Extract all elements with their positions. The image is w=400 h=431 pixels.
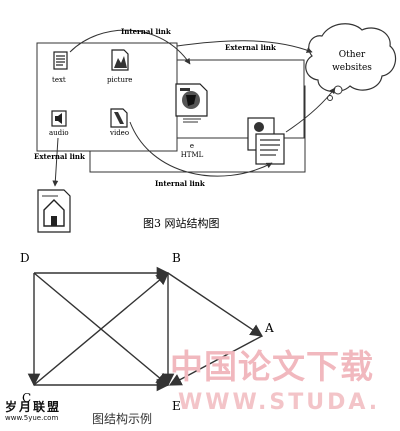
home-page-icon bbox=[37, 189, 71, 233]
video-label: video bbox=[109, 129, 129, 137]
html-label-line1: e bbox=[190, 142, 194, 150]
logo-site: www.5yue.com bbox=[5, 414, 59, 422]
site-logo: 岁月联盟 www.5yue.com bbox=[5, 398, 61, 422]
external-link-mid-label: External link bbox=[225, 43, 276, 52]
logo-text: 岁月联盟 bbox=[5, 400, 62, 414]
watermark-url: WWW.STUDA. bbox=[178, 390, 381, 415]
internal-link-top-label: Internal link bbox=[121, 27, 171, 36]
picture-label: picture bbox=[107, 76, 132, 84]
node-e-label: E bbox=[172, 399, 181, 413]
internal-link-bottom-arrow bbox=[129, 121, 273, 177]
node-c-label: C bbox=[22, 391, 31, 405]
edge-c-b bbox=[33, 272, 169, 386]
website-structure-diagram: text picture audio video e HTML bbox=[34, 23, 397, 233]
edge-a-e bbox=[168, 335, 263, 386]
node-d-label: D bbox=[20, 251, 30, 265]
text-file-icon bbox=[53, 51, 68, 70]
audio-label: audio bbox=[49, 129, 69, 137]
node-a-label: A bbox=[264, 321, 274, 335]
other-websites-label-line2: websites bbox=[332, 63, 372, 73]
internal-link-top-arrow bbox=[69, 29, 191, 65]
node-b-label: B bbox=[172, 251, 181, 265]
stacked-documents-icon bbox=[247, 117, 285, 165]
picture-file-icon bbox=[111, 49, 129, 71]
audio-file-icon bbox=[51, 110, 67, 127]
graph-structure-diagram: D B A C E bbox=[20, 251, 274, 413]
external-link-to-cloud-arrow bbox=[176, 40, 313, 53]
edge-b-a bbox=[167, 272, 264, 337]
watermark-chinese: 中国论文下载 bbox=[170, 347, 374, 386]
other-websites-label-line1: Other bbox=[339, 50, 366, 60]
other-websites-cloud bbox=[305, 23, 397, 101]
html-document-icon bbox=[175, 83, 208, 123]
external-link-stack-to-cloud-arrow bbox=[285, 87, 336, 133]
html-label-line2: HTML bbox=[181, 151, 204, 159]
external-link-down-arrow bbox=[52, 137, 59, 187]
text-label: text bbox=[52, 76, 66, 84]
video-file-icon bbox=[110, 108, 128, 128]
internal-link-bottom-label: Internal link bbox=[155, 179, 205, 188]
figure1-caption: 图3 网站结构图 bbox=[143, 216, 220, 230]
figure2-caption: 图结构示例 bbox=[92, 412, 153, 426]
graph-edges bbox=[27, 266, 264, 392]
external-link-left-label: External link bbox=[34, 152, 85, 161]
